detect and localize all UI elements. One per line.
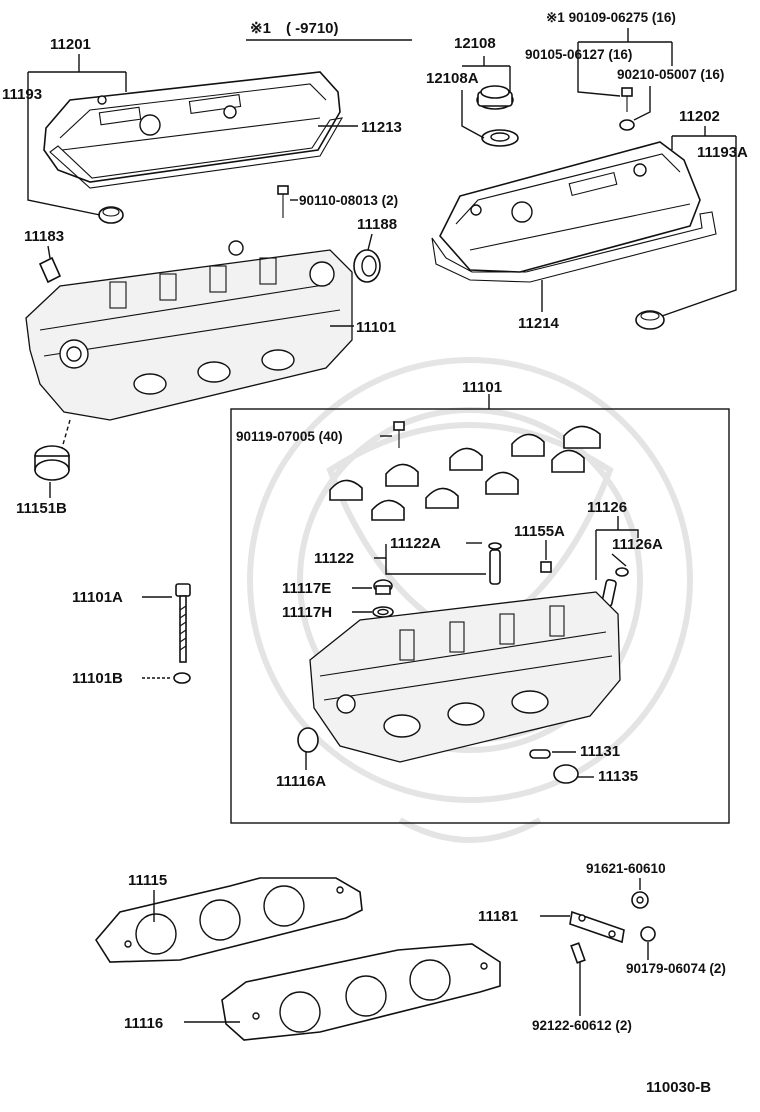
head-bolt[interactable] [175,583,191,663]
label-90210: 90210-05007 (16) [617,67,724,82]
valve-cover-gasket-left[interactable] [49,117,344,189]
label-11213: 11213 [361,119,402,136]
diagram-id: 110030-B [646,1079,711,1096]
label-11122a: 11122A [390,535,441,552]
label-11101b: 11101B [72,670,123,687]
label-11101-box: 11101 [462,379,502,396]
label-11188: 11188 [357,216,397,233]
leader-lines-right-cover [541,126,737,317]
valve-cover-left[interactable] [43,71,341,183]
head-gasket-right[interactable] [221,943,501,1041]
label-91621: 91621-60610 [586,861,666,876]
oil-filler-cap[interactable] [476,85,514,110]
label-11131: 11131 [580,743,620,760]
cylinder-head-bare[interactable] [309,591,621,763]
header-note-text: ( -9710) [286,20,339,37]
plug-11135[interactable] [553,764,579,784]
grommet-right[interactable] [635,310,665,330]
head-gasket-left[interactable] [95,877,363,963]
oil-filler-cap-gasket[interactable] [481,129,519,147]
label-11202: 11202 [679,108,720,125]
header-note-marker: ※1 [250,20,271,37]
label-92122: 92122-60612 (2) [532,1018,632,1033]
engine-hanger-bracket[interactable] [569,910,625,944]
label-11101-top: 11101 [356,319,396,336]
label-11117e: 11117E [282,580,331,597]
label-11126: 11126 [587,499,627,516]
valve-guide-bushing[interactable] [488,542,502,585]
label-11183: 11183 [24,228,64,245]
cover-bolt[interactable] [621,87,633,112]
plug-11155a[interactable] [540,561,552,573]
plug-11117e[interactable] [373,579,393,595]
label-11116: 11116 [124,1015,163,1032]
valve-cover-right[interactable] [439,141,701,273]
cylinder-head-plug[interactable] [38,256,62,284]
label-11115: 11115 [128,872,167,889]
valve-cover-gasket-right[interactable] [431,211,717,283]
label-12108a: 12108A [426,70,479,87]
label-90179: 90179-06074 (2) [626,961,726,976]
leader-lines-cap [461,56,511,139]
label-11155a: 11155A [514,523,565,540]
oil-filler-grommet-left[interactable] [98,206,124,224]
cam-cap-bolt[interactable] [393,421,405,448]
label-11135: 11135 [598,768,638,785]
stud-bolt[interactable] [277,185,289,218]
label-11193-left: 11193 [2,86,42,103]
gasket-11117h[interactable] [372,606,394,618]
label-11126a: 11126A [612,536,663,553]
leader-lines-left-cover [27,54,358,216]
header-note: ※1 ( -9710) [246,20,412,41]
label-90110: 90110-08013 (2) [299,193,398,208]
label-11116a: 11116A [276,773,326,790]
label-11214: 11214 [518,315,560,332]
leader-lines-bolts [577,28,673,121]
seal-washer[interactable] [619,119,635,131]
plug-11116a[interactable] [297,727,319,753]
label-11151b: 11151B [16,500,67,517]
label-11122: 11122 [314,550,354,567]
cylinder-head-assembly-upper[interactable] [25,240,353,421]
nut-91621[interactable] [631,891,649,909]
bearing-caps[interactable] [329,425,601,521]
head-bolt-washer[interactable] [173,672,191,684]
pin-11131[interactable] [529,749,551,759]
valve-guide-11126[interactable] [601,567,629,607]
leader-lines-guides [374,516,639,580]
stud-92122[interactable] [570,942,586,964]
label-90119: 90119-07005 (40) [236,429,343,444]
subassembly-frame [230,394,730,824]
valve-stem-seal[interactable] [34,445,70,481]
label-11193a: 11193A [697,144,748,161]
label-12108: 12108 [454,35,496,52]
label-11101a: 11101A [72,589,123,606]
label-11181: 11181 [478,908,518,925]
label-11201: 11201 [50,36,91,53]
nut-90179[interactable] [640,926,656,942]
camshaft-seal[interactable] [353,249,381,283]
label-90109: ※1 90109-06275 (16) [546,10,676,25]
label-11117h: 11117H [282,604,332,621]
